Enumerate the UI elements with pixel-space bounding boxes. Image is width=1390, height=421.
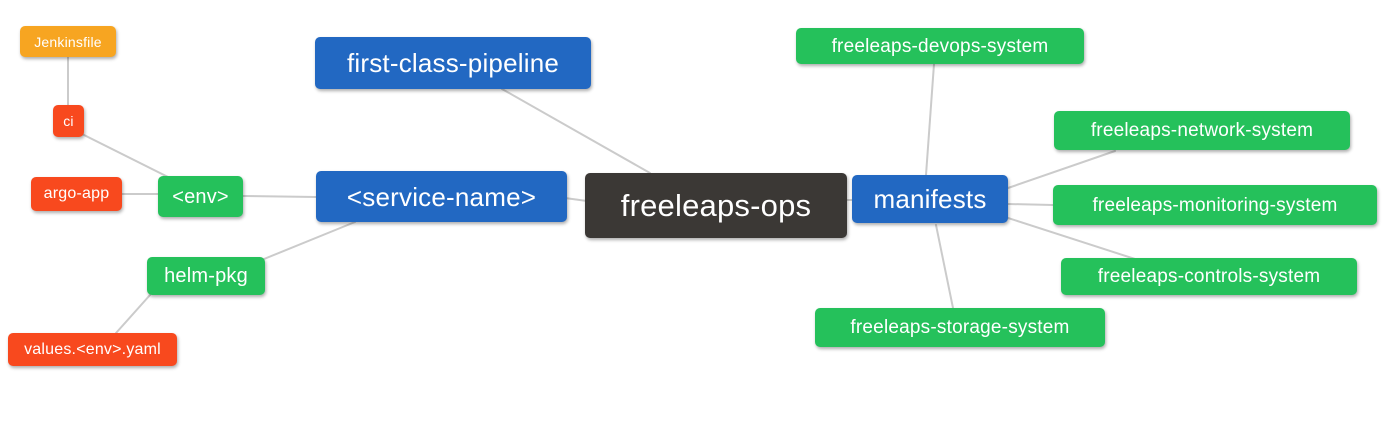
mindmap-node-freeleaps-storage-system[interactable]: freeleaps-storage-system [815,308,1105,347]
mindmap-node-first-class-pipeline[interactable]: first-class-pipeline [315,37,591,89]
mindmap-node-jenkinsfile[interactable]: Jenkinsfile [20,26,116,57]
edge-service-name-to-helm-pkg [263,221,356,260]
mindmap-node-helm-pkg[interactable]: helm-pkg [147,257,265,295]
mindmap-node-argo-app[interactable]: argo-app [31,177,122,211]
edge-helm-pkg-to-values-env-yaml [115,294,151,334]
mindmap-node-freeleaps-network-system[interactable]: freeleaps-network-system [1054,111,1350,150]
edge-first-class-pipeline-to-freeleaps-ops [501,88,651,174]
edge-manifests-to-freeleaps-monitoring-system [1007,203,1054,206]
mindmap-node-freeleaps-controls-system[interactable]: freeleaps-controls-system [1061,258,1357,295]
edge-service-name-to-freeleaps-ops [564,197,588,202]
mindmap-node-freeleaps-devops-system[interactable]: freeleaps-devops-system [796,28,1084,64]
mindmap-node-values-env-yaml[interactable]: values.<env>.yaml [8,333,177,366]
mindmap-node-manifests[interactable]: manifests [852,175,1008,223]
mindmap-node-env[interactable]: <env> [158,176,243,217]
edge-manifests-to-freeleaps-storage-system [935,224,954,309]
mindmap-node-ci[interactable]: ci [53,105,84,137]
mindmap-node-service-name[interactable]: <service-name> [316,171,567,222]
edge-manifests-to-freeleaps-network-system [1007,150,1116,189]
edge-manifests-to-freeleaps-devops-system [925,63,935,176]
mindmap-node-freeleaps-monitoring-system[interactable]: freeleaps-monitoring-system [1053,185,1377,225]
edge-ci-to-env [79,132,169,178]
edge-manifests-to-freeleaps-controls-system [1004,216,1136,260]
edge-env-to-service-name [242,195,317,198]
mindmap-node-freeleaps-ops[interactable]: freeleaps-ops [585,173,847,238]
